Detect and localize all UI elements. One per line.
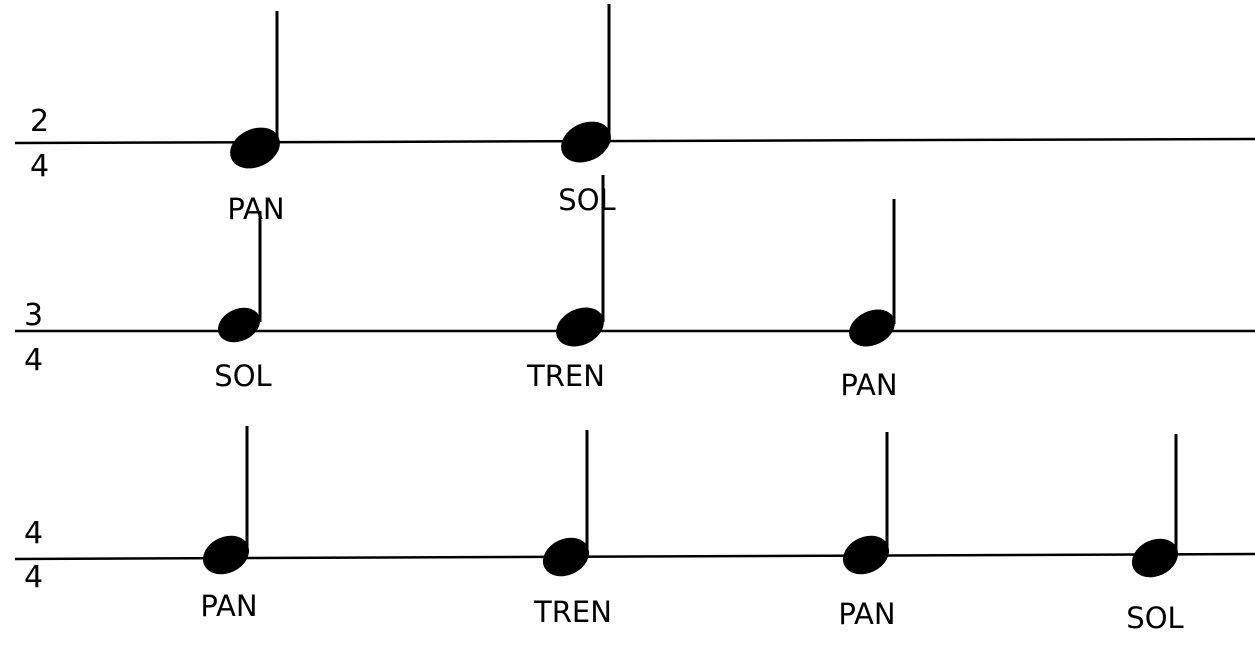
quarter-note (217, 211, 262, 343)
notehead (542, 537, 590, 577)
note-syllable: TREN (526, 359, 605, 393)
note-syllable: TREN (533, 595, 612, 629)
quarter-note (842, 432, 890, 575)
quarter-note (849, 199, 896, 347)
quarter-note (202, 426, 250, 575)
note-syllable: PAN (840, 368, 897, 402)
quarter-note (230, 11, 280, 169)
note-syllable: PAN (227, 192, 284, 226)
note-syllable: PAN (838, 597, 895, 631)
quarter-note (1131, 434, 1179, 578)
time-signature-top: 2 (30, 104, 49, 139)
quarter-note (556, 175, 605, 347)
time-signature-bottom: 4 (24, 343, 43, 378)
notehead (1131, 538, 1179, 578)
notehead (556, 307, 604, 347)
rhythm-row-2-4: 2 4 PAN SOL (14, 4, 1255, 226)
rhythm-row-3-4: 3 4 SOL TREN PAN (15, 175, 1255, 402)
notehead (561, 121, 611, 163)
time-signature-top: 3 (24, 298, 43, 333)
note-syllable: SOL (1126, 601, 1183, 635)
notehead (202, 535, 250, 575)
notehead (849, 309, 895, 347)
rhythm-row-4-4: 4 4 PAN TREN PAN SOL (14, 426, 1255, 635)
time-signature-top: 4 (24, 516, 43, 551)
notehead (230, 127, 280, 169)
staff-line (14, 552, 1255, 561)
time-signature-bottom: 4 (30, 149, 49, 184)
quarter-note (542, 430, 590, 577)
note-syllable: SOL (558, 183, 615, 217)
note-syllable: SOL (214, 359, 271, 393)
time-signature-bottom: 4 (24, 560, 43, 595)
staff-line (14, 137, 1255, 145)
note-syllable: PAN (200, 589, 257, 623)
notehead (217, 307, 261, 343)
notehead (842, 535, 890, 575)
quarter-note (561, 4, 611, 163)
